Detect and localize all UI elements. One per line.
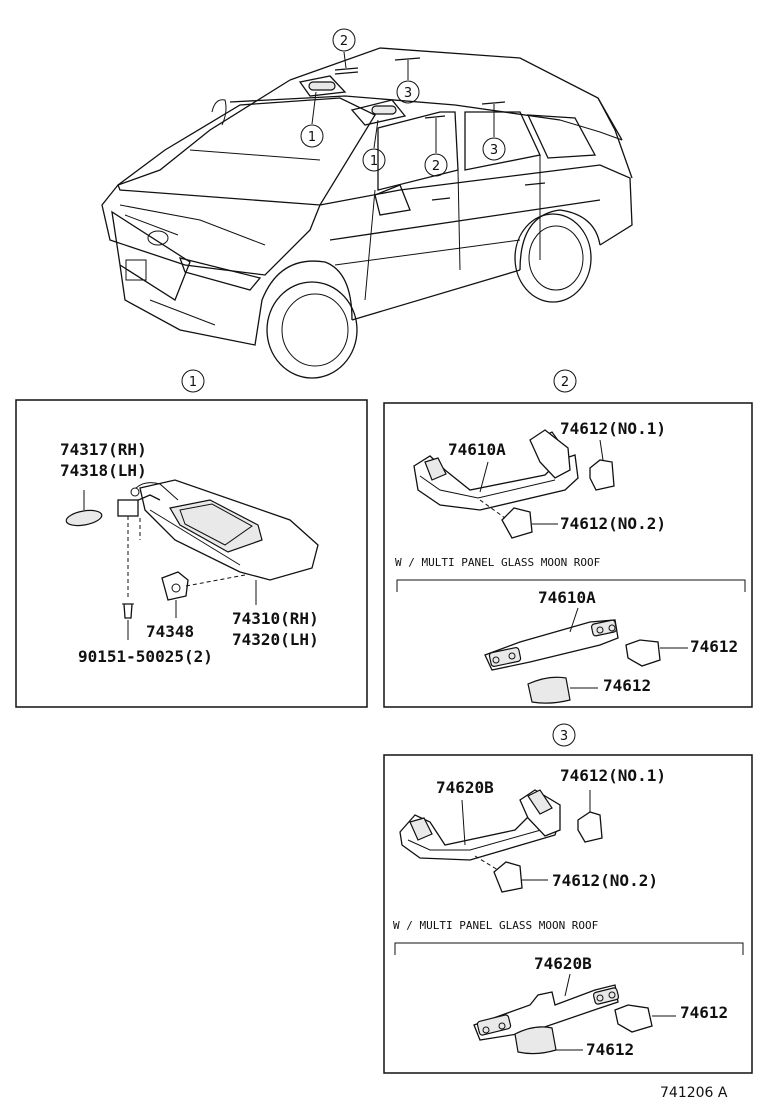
panel-3-assist-grip — [383, 754, 753, 1074]
part-74310-rh: 74310(RH) — [232, 609, 319, 628]
callout-3-side-label: 3 — [490, 143, 498, 158]
part-74612-moonroof-d: 74612 — [586, 1040, 634, 1059]
part-74620b: 74620B — [436, 778, 494, 797]
panel-2-callout-label: 2 — [561, 375, 569, 390]
moonroof-bracket — [396, 579, 746, 592]
moonroof-note-b: W / MULTI PANEL GLASS MOON ROOF — [393, 919, 598, 932]
callout-1-left-label: 1 — [308, 130, 316, 145]
part-74317-rh: 74317(RH) — [60, 440, 147, 459]
part-74612-moonroof-c: 74612 — [680, 1003, 728, 1022]
part-74610a: 74610A — [448, 440, 506, 459]
callout-3-roof-label: 3 — [404, 86, 412, 101]
callout-1-right-label: 1 — [370, 154, 378, 169]
panel-2-callout — [553, 369, 577, 393]
part-74612-moonroof-a: 74612 — [690, 637, 738, 656]
moonroof-bracket-b — [394, 942, 744, 955]
panel-3-callout-label: 3 — [560, 729, 568, 744]
callout-2-roof-label: 2 — [340, 34, 348, 49]
vehicle-callouts: 2 3 1 1 2 3 — [300, 28, 506, 177]
callout-2-roof — [332, 28, 356, 52]
panel-2-assist-grip — [383, 402, 753, 708]
part-74612-moonroof-b: 74612 — [603, 676, 651, 695]
part-74348: 74348 — [146, 622, 194, 641]
grip-74610a-moonroof-drawing — [484, 607, 688, 704]
part-74612-no1: 74612(NO.1) — [560, 419, 666, 438]
callout-3-roof — [396, 80, 420, 104]
part-90151-50025: 90151-50025(2) — [78, 647, 213, 666]
moonroof-note: W / MULTI PANEL GLASS MOON ROOF — [395, 556, 600, 569]
callout-1-left — [300, 124, 324, 148]
panel-3-callout — [552, 723, 576, 747]
panel-1-callout-label: 1 — [189, 375, 197, 390]
part-74612-no2-b: 74612(NO.2) — [552, 871, 658, 890]
part-74320-lh: 74320(LH) — [232, 630, 319, 649]
diagram-code: 741206 A — [660, 1085, 728, 1101]
panel-1-callout — [181, 369, 205, 393]
part-74318-lh: 74318(LH) — [60, 461, 147, 480]
sun-visor-drawing — [65, 479, 319, 640]
grip-74620b-drawing — [399, 789, 603, 893]
callout-1-right — [362, 148, 386, 172]
grip-74610a-drawing — [413, 429, 615, 539]
part-74612-no1-b: 74612(NO.1) — [560, 766, 666, 785]
callout-2-side — [424, 153, 448, 177]
part-74612-no2: 74612(NO.2) — [560, 514, 666, 533]
part-74610a-moonroof: 74610A — [538, 588, 596, 607]
part-74620b-moonroof: 74620B — [534, 954, 592, 973]
grip-74620b-moonroof-drawing — [473, 973, 676, 1055]
vehicle-illustration — [101, 47, 633, 379]
panel-1-sun-visor — [15, 399, 368, 708]
callout-2-side-label: 2 — [432, 159, 440, 174]
callout-3-side — [482, 137, 506, 161]
